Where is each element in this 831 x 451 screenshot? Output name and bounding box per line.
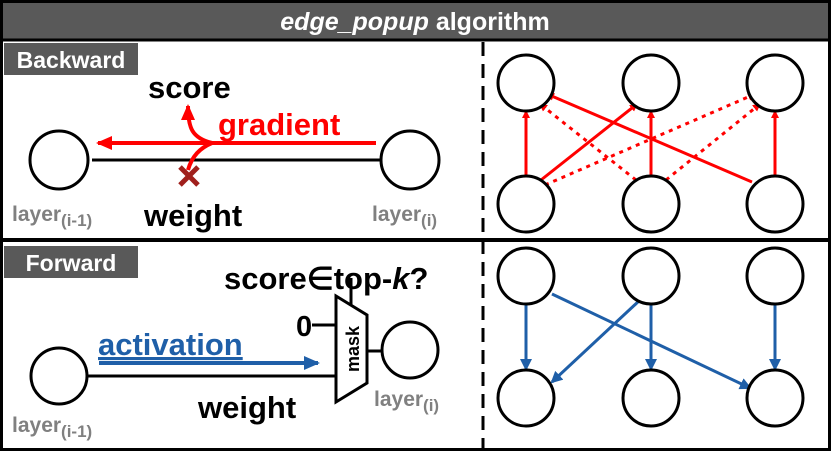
bw-edge-dotted — [665, 102, 761, 182]
backward-label: Backward — [17, 47, 126, 73]
bw-node-top — [621, 53, 681, 113]
mask-multiplexer — [334, 293, 369, 405]
forward-network — [520, 292, 781, 390]
bw-edge-dotted — [544, 92, 756, 187]
fw-node-top — [621, 246, 681, 306]
fw-node-bottom — [745, 368, 805, 428]
score-branch-arrow — [181, 104, 213, 145]
title-italic: edge_popup — [280, 8, 429, 36]
bw-edge-solid — [546, 92, 753, 184]
forward-node-right — [380, 320, 440, 380]
forward-label: Forward — [26, 250, 117, 276]
forward-label-box — [4, 246, 138, 278]
zero-label: 0 — [296, 311, 312, 343]
backward-layer-right: layer(i) — [372, 203, 437, 230]
bw-node-bottom — [621, 174, 681, 234]
backward-label-box — [4, 43, 138, 75]
bw-node-top — [496, 53, 556, 113]
title: edge_popup algorithm — [280, 8, 549, 36]
fw-edge — [550, 298, 642, 384]
backward-network — [522, 92, 779, 187]
mask-label: mask — [343, 325, 363, 372]
forward-weight-label: weight — [197, 390, 296, 425]
score-label: score — [148, 70, 231, 105]
gradient-label: gradient — [218, 107, 340, 142]
fw-node-top — [496, 246, 556, 306]
weight-blocked-x-icon — [178, 165, 200, 187]
backward-node-left — [28, 129, 90, 191]
activation-label: activation — [98, 327, 243, 362]
backward-weight-label: weight — [143, 198, 242, 233]
backward-layer-left: layer(i-1) — [12, 203, 92, 230]
bw-node-bottom — [496, 174, 556, 234]
bw-edge-solid — [540, 102, 638, 182]
fw-node-bottom — [496, 368, 556, 428]
bw-node-top — [745, 53, 805, 113]
title-bar — [3, 3, 828, 39]
bw-node-bottom — [745, 174, 805, 234]
score-topk-question: score∈top-k? — [224, 261, 428, 296]
backward-network-nodes — [496, 53, 805, 234]
fw-node-bottom — [621, 368, 681, 428]
title-rest: algorithm — [429, 8, 550, 36]
forward-layer-right: layer(i) — [374, 388, 439, 415]
forward-layer-left: layer(i-1) — [12, 414, 92, 441]
fw-edge — [551, 292, 752, 390]
fw-node-top — [745, 246, 805, 306]
backward-node-right — [379, 129, 441, 191]
forward-network-nodes — [496, 246, 805, 428]
bw-edge-dotted — [539, 102, 637, 182]
forward-node-left — [29, 346, 89, 406]
weight-branch — [186, 141, 213, 171]
